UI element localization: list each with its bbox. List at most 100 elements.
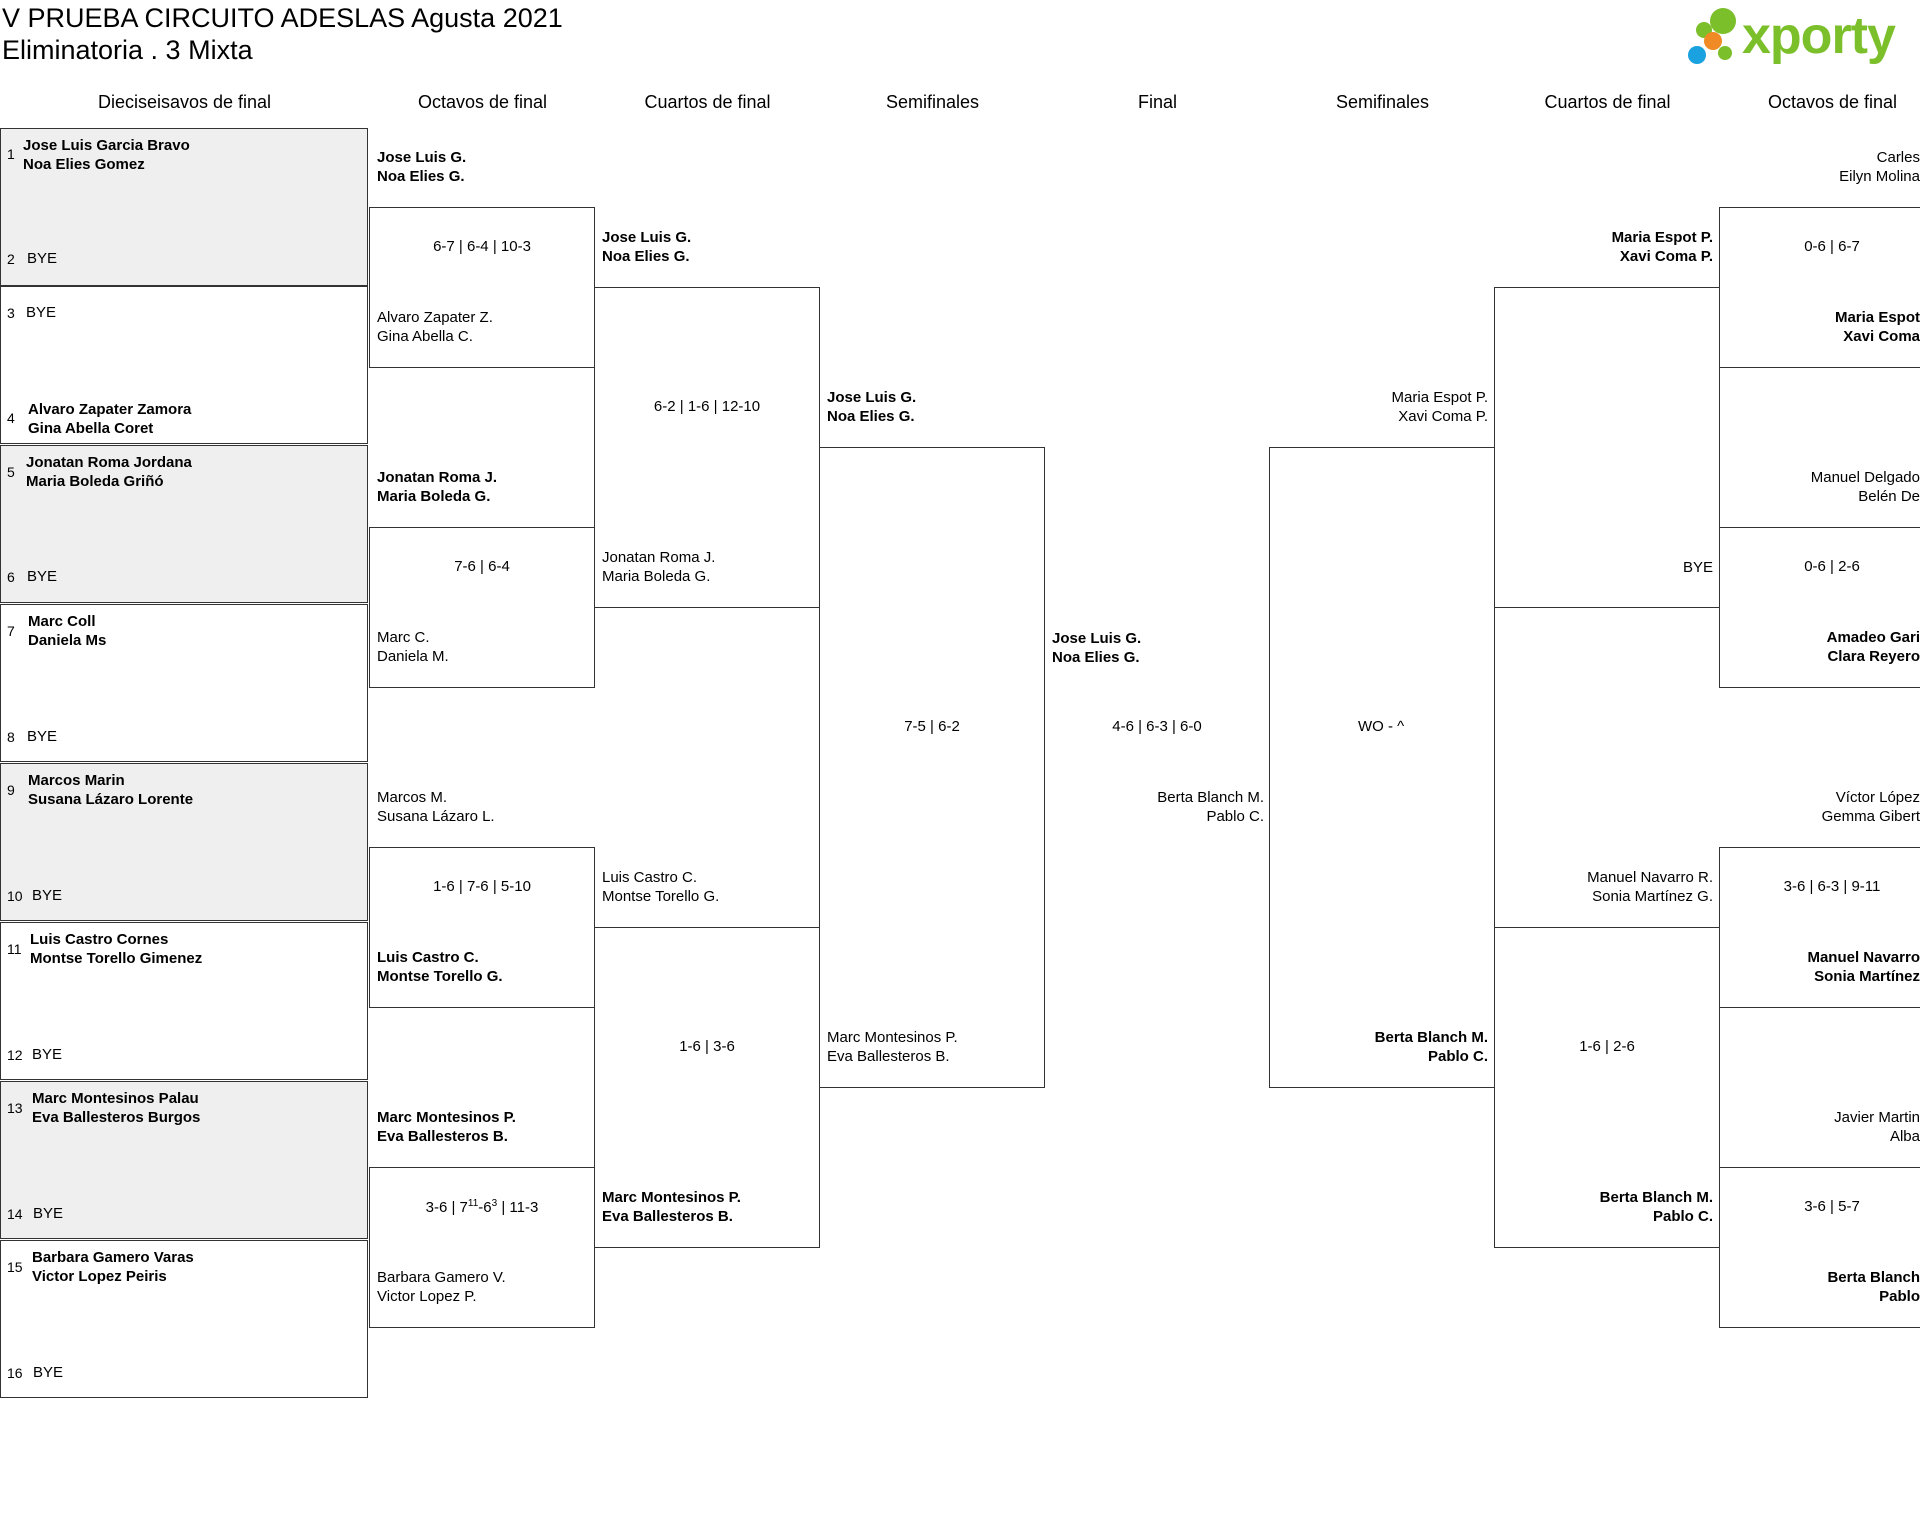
match-connector: [1719, 847, 1920, 1008]
player-name: Eva Ballesteros Burgos: [32, 1109, 201, 1126]
team-label: Luis Castro C.Montse Torello G.: [602, 869, 720, 905]
match-connector: [819, 447, 1045, 1088]
player-name: Alvaro Zapater Zamora: [28, 401, 192, 418]
team-label: Jonatan Roma J.Maria Boleda G.: [377, 469, 498, 505]
match-connector: [1494, 927, 1720, 1248]
match-score: 1-6 | 3-6: [679, 1038, 735, 1055]
player-name: Susana Lázaro Lorente: [28, 791, 194, 808]
col-head-qf-right: Cuartos de final: [1544, 92, 1671, 112]
team-label: BYE: [1682, 559, 1713, 576]
seed-number: 11: [7, 941, 22, 957]
seed-number: 2: [7, 251, 15, 267]
entry-box: [0, 445, 368, 603]
match-connector: [1494, 287, 1720, 608]
player-name: Jonatan Roma Jordana: [26, 454, 192, 471]
col-head-sf-left: Semifinales: [885, 92, 980, 112]
player-name: Marc Montesinos Palau: [32, 1090, 199, 1107]
match-score: 7-5 | 6-2: [904, 718, 960, 735]
page-title: V PRUEBA CIRCUITO ADESLAS Agusta 2021: [2, 3, 563, 33]
seed-number: 16: [7, 1365, 23, 1381]
entry-box: [0, 763, 368, 921]
col-head-r32: Dieciseisavos de final: [97, 92, 272, 112]
page-subtitle: Eliminatoria . 3 Mixta: [2, 35, 253, 65]
match-score: 1-6 | 7-6 | 5-10: [433, 878, 531, 895]
seed-number: 7: [7, 623, 15, 639]
seed-number: 9: [7, 782, 15, 798]
col-head-r16-right: Octavos de final: [1767, 92, 1898, 112]
bye-label: BYE: [27, 250, 58, 267]
seed-number: 10: [7, 888, 23, 904]
seed-number: 12: [7, 1047, 23, 1063]
team-label: Berta Blanch M.Pablo C.: [1374, 1029, 1488, 1065]
team-label: Luis Castro C.Montse Torello G.: [377, 949, 503, 985]
xporty-logo: xporty: [1682, 2, 1912, 72]
team-label: Marc C.Daniela M.: [377, 629, 449, 665]
player-name: Barbara Gamero Varas: [32, 1249, 194, 1266]
player-name: Maria Boleda Griñó: [26, 473, 164, 490]
team-label: Berta Blanch M.Pablo C.: [1599, 1189, 1713, 1225]
seed-number: 13: [7, 1100, 23, 1116]
team-label: Marc Montesinos P.Eva Ballesteros B.: [377, 1109, 516, 1145]
seed-number: 1: [7, 146, 15, 162]
match-score: 0-6 | 6-7: [1804, 238, 1860, 255]
match-score: 0-6 | 2-6: [1804, 558, 1860, 575]
entry-box: [0, 128, 368, 286]
col-head-final: Final: [1137, 92, 1177, 112]
player-name: Marcos Marin: [28, 772, 125, 789]
player-name: Montse Torello Gimenez: [30, 950, 203, 967]
match-connector: [1719, 207, 1920, 368]
team-label: Jose Luis G.Noa Elies G.: [377, 149, 467, 185]
seed-number: 8: [7, 729, 15, 745]
team-label: Jose Luis G.Noa Elies G.: [602, 229, 692, 265]
col-head-qf-left: Cuartos de final: [644, 92, 771, 112]
player-name: Jose Luis Garcia Bravo: [23, 137, 190, 154]
col-head-r16-left: Octavos de final: [417, 92, 548, 112]
entry-box: [0, 604, 368, 762]
bye-label: BYE: [26, 304, 57, 321]
bye-label: BYE: [27, 728, 58, 745]
entry-box: [0, 1081, 368, 1239]
match-score: 7-6 | 6-4: [454, 558, 510, 575]
bye-label: BYE: [33, 1364, 64, 1381]
team-label: Maria Espot P.Xavi Coma P.: [1391, 389, 1488, 425]
entry-box: [0, 286, 368, 444]
match-connector: [1269, 447, 1495, 1088]
seed-number: 6: [7, 569, 15, 585]
seed-number: 4: [7, 410, 15, 426]
team-label: Alvaro Zapater Z.Gina Abella C.: [377, 309, 493, 345]
entry-box: [0, 1240, 368, 1398]
team-label: Marc Montesinos P.Eva Ballesteros B.: [602, 1189, 741, 1225]
match-score: WO - ^: [1358, 718, 1405, 735]
player-name: Luis Castro Cornes: [30, 931, 169, 948]
match-score: 1-6 | 2-6: [1579, 1038, 1635, 1055]
seed-number: 14: [7, 1206, 23, 1222]
col-head-sf-right: Semifinales: [1335, 92, 1430, 112]
match-connector: [1719, 1167, 1920, 1328]
seed-number: 15: [7, 1259, 23, 1275]
seed-number: 3: [7, 305, 15, 321]
team-label: Jose Luis G.Noa Elies G.: [827, 389, 917, 425]
team-label: Berta Blanch M.Pablo C.: [1157, 789, 1264, 825]
team-label: Maria Espot P.Xavi Coma P.: [1611, 229, 1713, 265]
match-connector: [1719, 527, 1920, 688]
player-name: Marc Coll: [28, 613, 96, 630]
bye-label: BYE: [32, 887, 63, 904]
logo-text: xporty: [1742, 7, 1896, 65]
match-score: 3-6 | 6-3 | 9-11: [1783, 878, 1881, 895]
bye-label: BYE: [33, 1205, 64, 1222]
final-score: 4-6 | 6-3 | 6-0: [1112, 718, 1202, 735]
